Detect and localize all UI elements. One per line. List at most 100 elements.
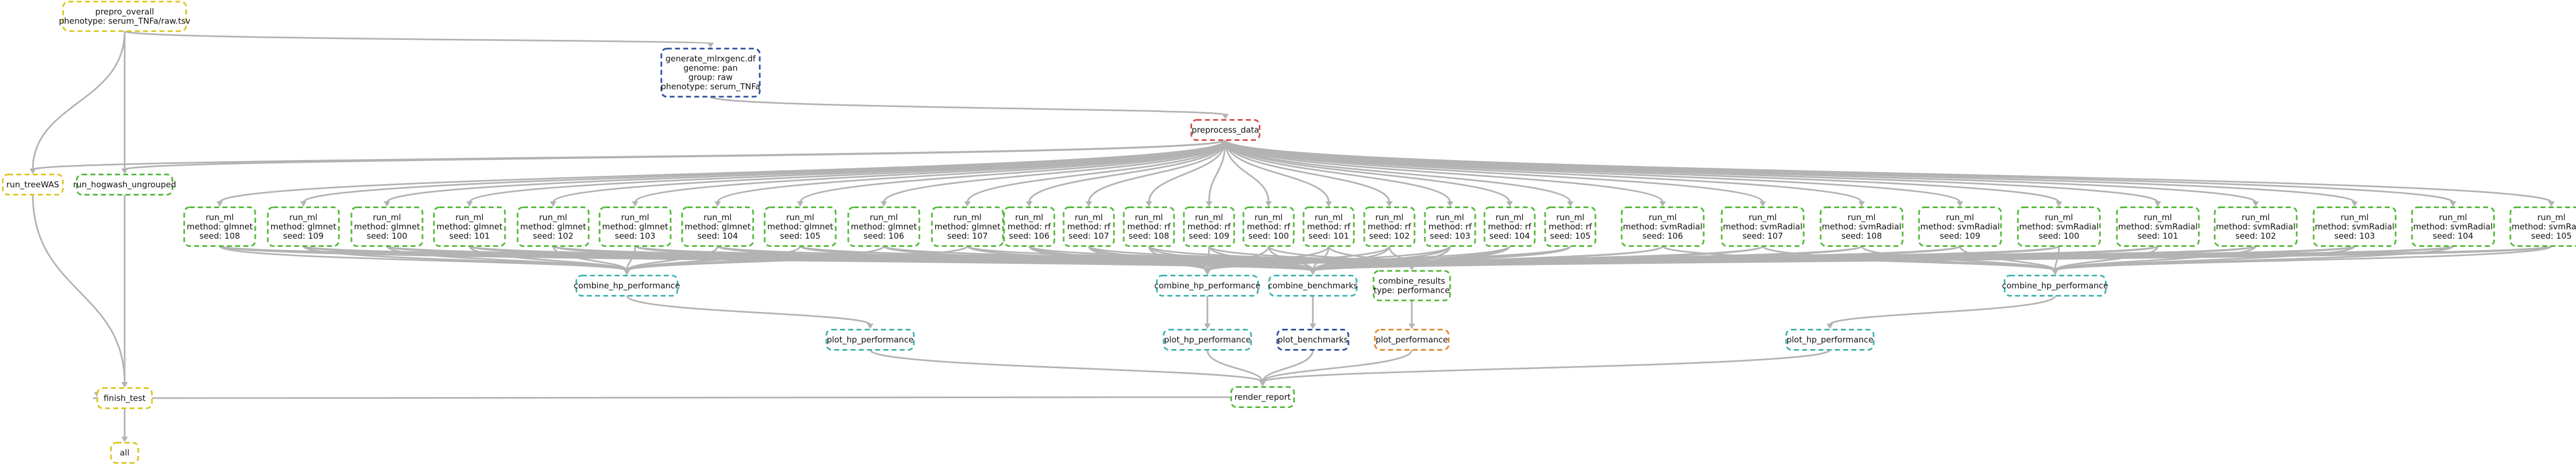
node-label: seed: 101: [2138, 231, 2178, 241]
node-label: method: svmRadial: [2512, 222, 2576, 232]
arrow-head: [1759, 201, 1766, 207]
edge-preprocess-data-to-rf-102: [1224, 140, 1390, 203]
node-box: [76, 174, 173, 196]
edge-rf-102-to-combine-results: [1388, 246, 1413, 267]
node-label: run_ml: [1135, 212, 1163, 223]
node-plot-hp-svm: plot_hp_performance: [1785, 329, 1875, 351]
node-label: seed: 106: [864, 231, 904, 241]
edge-preprocess-data-to-rf-107: [1088, 140, 1227, 203]
node-box: [1268, 275, 1358, 297]
node-label: seed: 107: [1742, 231, 1783, 241]
arrow-head: [2056, 201, 2062, 207]
node-box: [183, 206, 256, 247]
node-label: seed: 100: [367, 231, 407, 241]
node-label: run_ml: [1254, 212, 1282, 223]
node-label: method: glmnet: [271, 222, 337, 232]
node-box: [1483, 206, 1536, 247]
node-label: run_ml: [455, 212, 483, 223]
arrow-head: [300, 201, 307, 207]
node-label: run_ml: [1015, 212, 1043, 223]
node-box: [1424, 206, 1476, 247]
node-label: run_ml: [1847, 212, 1875, 223]
arrow-head: [1146, 201, 1152, 207]
node-label: method: rf: [1127, 222, 1171, 232]
node-label: combine_hp_performance: [2002, 281, 2109, 291]
node-label: run_ml: [870, 212, 897, 223]
node-box: [96, 387, 153, 409]
node-box: [1820, 206, 1904, 247]
node-label: method: svmRadial: [2315, 222, 2394, 232]
node-label: method: glmnet: [437, 222, 503, 232]
arrow-head: [1204, 269, 1211, 275]
arrow-head: [1567, 201, 1574, 207]
node-label: seed: 103: [2334, 231, 2375, 241]
node-label: seed: 102: [2235, 231, 2276, 241]
node-box: [576, 275, 678, 297]
node-box: [1163, 329, 1252, 351]
node-label: seed: 105: [1550, 231, 1591, 241]
node-label: method: rf: [1067, 222, 1111, 232]
node-plot-benchmarks: plot_benchmarks: [1276, 329, 1349, 351]
edge-plot-benchmarks-to-render-report: [1261, 350, 1314, 382]
edge-preprocess-data-to-rf-108: [1148, 140, 1227, 203]
arrow-head: [1827, 323, 1833, 329]
node-box: [660, 48, 761, 98]
node-box: [2004, 275, 2106, 297]
arrow-head: [1858, 201, 1865, 207]
node-box: [267, 206, 340, 247]
node-label: run_ml: [1648, 212, 1676, 223]
arrow-head: [550, 201, 556, 207]
node-label: run_ml: [621, 212, 649, 223]
arrow-head: [121, 382, 128, 388]
edge-render-report-to-finish-test: [92, 396, 1294, 399]
node-label: run_ml: [1075, 212, 1102, 223]
node-box: [931, 206, 1004, 247]
node-label: method: svmRadial: [1623, 222, 1702, 232]
node-label: finish_test: [104, 393, 146, 404]
edge-prepro-overall-to-run-treeWAS: [32, 31, 126, 170]
node-box: [1276, 329, 1349, 351]
arrow-head: [1409, 323, 1415, 329]
arrow-head: [1026, 201, 1032, 207]
edge-preprocess-data-to-glm-105: [799, 140, 1227, 203]
arrow-head: [632, 201, 638, 207]
node-label: run_hogwash_ungrouped: [73, 180, 177, 190]
arrow-head: [1222, 114, 1229, 120]
edge-combine-hp-svm-to-plot-hp-svm: [1829, 295, 2056, 326]
edge-plot-hp-rf-to-render-report: [1206, 350, 1264, 382]
arrow-head: [707, 43, 714, 48]
edge-plot-hp-glmnet-to-render-report: [869, 349, 1264, 383]
node-box: [1183, 206, 1235, 247]
node-label: run_ml: [1315, 212, 1342, 223]
node-label: method: svmRadial: [2118, 222, 2197, 232]
node-label: method: glmnet: [767, 222, 834, 232]
node-label: seed: 106: [1642, 231, 1683, 241]
arrow-head: [1206, 201, 1212, 207]
node-label: run_ml: [2537, 212, 2565, 223]
node-label: preprocess_data: [1192, 125, 1259, 135]
arrow-head: [964, 201, 971, 207]
node-label: method: svmRadial: [1822, 222, 1901, 232]
node-label: method: glmnet: [354, 222, 420, 232]
edge-run-treeWAS-to-finish-test: [32, 194, 126, 383]
edge-preprocess-data-to-svm-106: [1224, 140, 1664, 203]
node-label: seed: 108: [1129, 231, 1169, 241]
node-box: [598, 206, 672, 247]
node-box: [62, 1, 187, 32]
edge-svm-101-to-combine-hp-svm: [2054, 245, 2159, 271]
node-label: run_ml: [1946, 212, 1974, 223]
arrow-head: [1310, 323, 1316, 329]
node-label: plot_hp_performance: [1164, 335, 1251, 345]
node-box: [1918, 206, 2002, 247]
node-label: run_ml: [2340, 212, 2368, 223]
arrow-head: [1386, 201, 1393, 207]
